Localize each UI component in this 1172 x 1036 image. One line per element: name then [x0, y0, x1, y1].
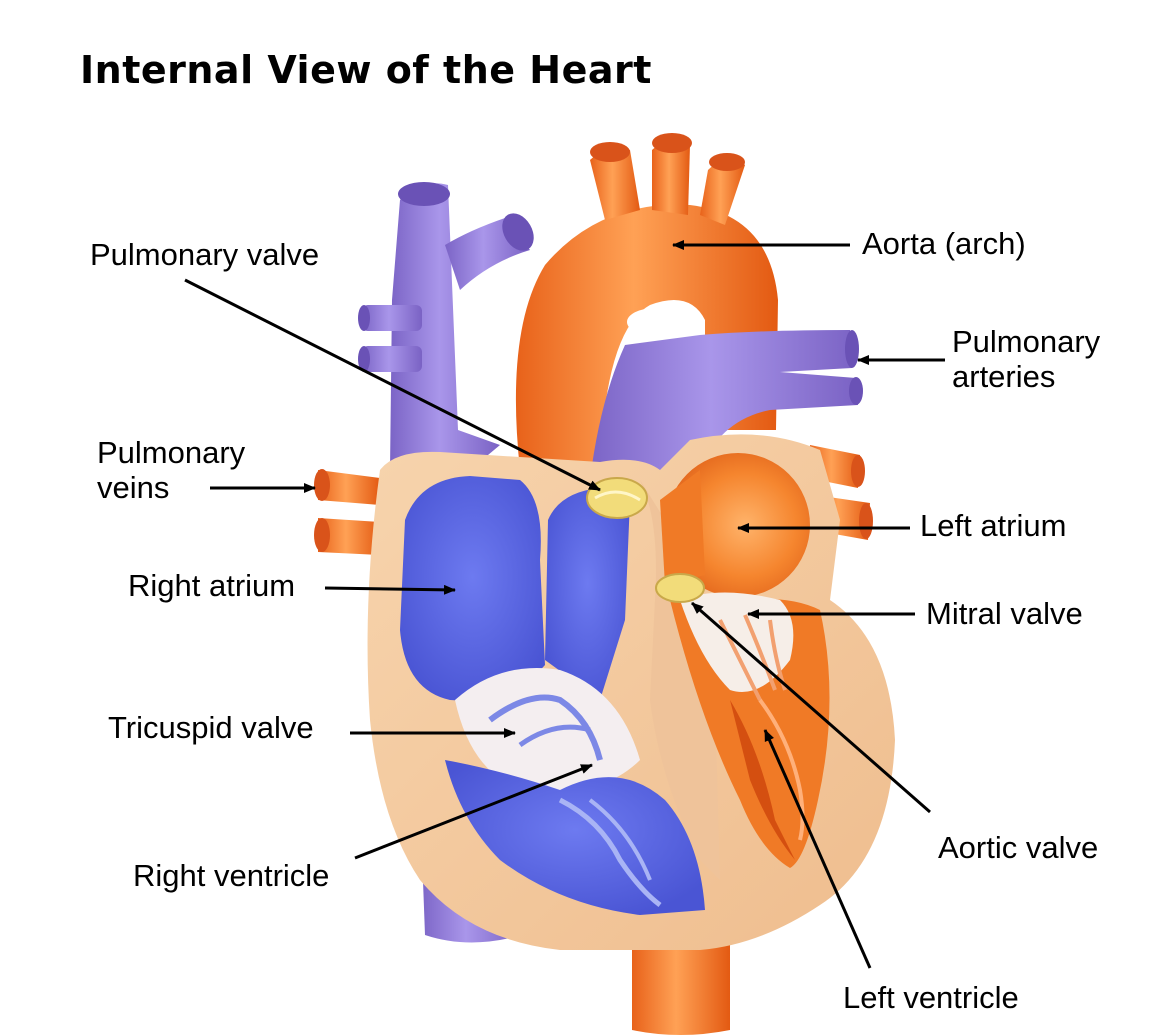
leader-right-atrium	[324, 584, 456, 595]
label-pulmonary-arteries-line2: arteries	[952, 359, 1056, 394]
label-pulmonary-valve: Pulmonary valve	[90, 237, 320, 272]
label-right-atrium: Right atrium	[128, 568, 296, 603]
label-left-ventricle: Left ventricle	[843, 980, 1019, 1015]
label-aortic-valve: Aortic valve	[938, 830, 1099, 865]
leader-right-ventricle	[354, 763, 593, 860]
aortic-valve	[655, 573, 705, 603]
label-aorta-arch: Aorta (arch)	[862, 226, 1026, 261]
label-tricuspid-valve: Tricuspid valve	[108, 710, 314, 745]
label-pulmonary-arteries-line1: Pulmonary	[952, 324, 1101, 359]
leader-lines	[184, 240, 945, 969]
descending-aorta	[632, 930, 730, 1035]
diagram-title: Internal View of the Heart	[80, 48, 652, 92]
leader-pulmonary-valve	[184, 278, 601, 492]
right-atrium	[400, 476, 545, 701]
pulmonary-trunk	[590, 330, 858, 480]
pulmonary-valve	[586, 477, 648, 519]
label-right-ventricle: Right ventricle	[133, 858, 330, 893]
leader-left-ventricle	[763, 729, 872, 969]
label-left-atrium: Left atrium	[920, 508, 1067, 543]
label-mitral-valve: Mitral valve	[926, 596, 1083, 631]
leader-aortic-valve	[691, 601, 931, 814]
label-pulmonary-veins-line1: Pulmonary	[97, 435, 246, 470]
label-pulmonary-veins-line2: veins	[97, 470, 170, 505]
